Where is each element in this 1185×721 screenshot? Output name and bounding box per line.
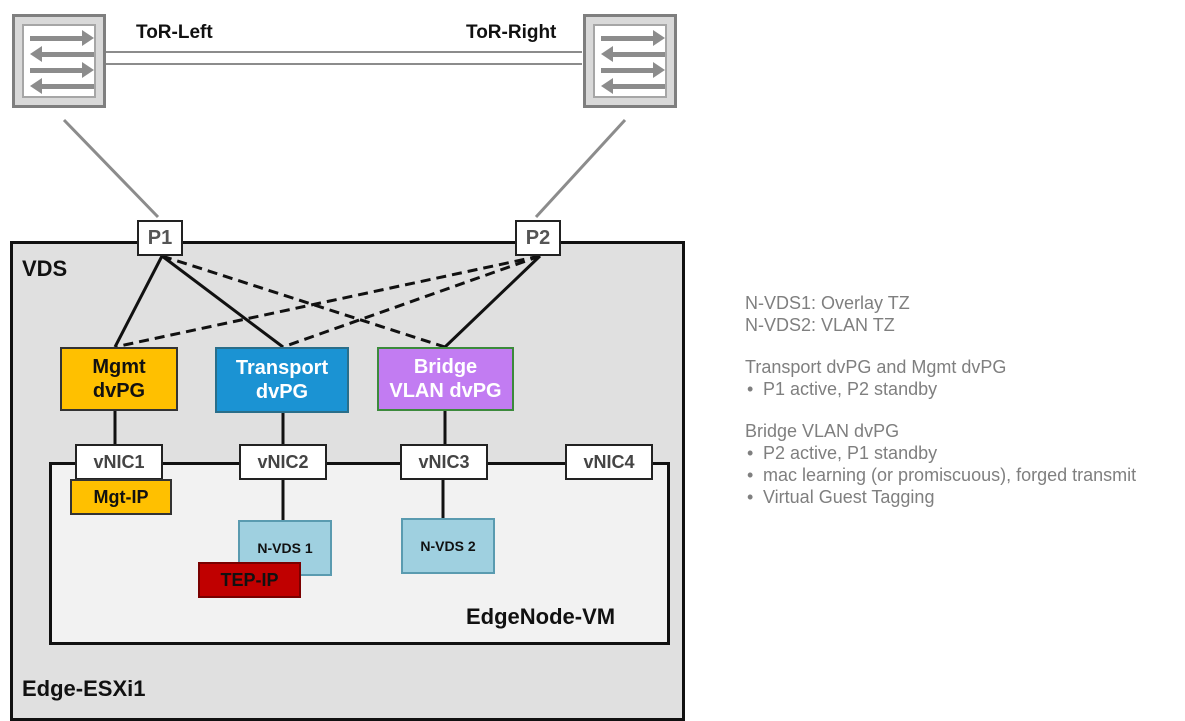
bridge-dvpg-line1: Bridge — [413, 356, 478, 378]
uplink-port-p2: P2 — [515, 220, 561, 256]
note-bridge-bullet-3: Virtual Guest Tagging — [745, 486, 1175, 508]
edgenode-vm-box — [49, 462, 670, 645]
notes-panel: N-VDS1: Overlay TZ N-VDS2: VLAN TZ Trans… — [745, 292, 1175, 508]
note-transport-mgmt-title: Transport dvPG and Mgmt dvPG — [745, 357, 1007, 377]
p2-to-transport-standby — [282, 254, 541, 349]
edgenode-vm-label: EdgeNode-VM — [466, 604, 616, 629]
p1-to-transport — [161, 254, 284, 349]
switch-arrows-icon — [22, 24, 96, 98]
mgmt-dvpg-line1: Mgmt — [92, 356, 146, 378]
tor-right-label: ToR-Right — [466, 22, 557, 43]
transport-dvpg-line1: Transport — [235, 357, 329, 379]
note-bridge-bullet-1: P2 active, P1 standby — [745, 442, 1175, 464]
tep-ip-box: TEP-IP — [198, 562, 301, 598]
uplink-port-p1: P1 — [137, 220, 183, 256]
note-bridge-title: Bridge VLAN dvPG — [745, 421, 900, 441]
note-bridge-bullet-2: mac learning (or promiscuous), forged tr… — [745, 464, 1163, 486]
p2-to-mgmt-standby — [114, 254, 541, 349]
note-nvds1: N-VDS1: Overlay TZ — [745, 293, 910, 313]
mgmt-dvpg-line2: dvPG — [92, 380, 146, 402]
tor-left-to-p1 — [62, 118, 160, 219]
p2-to-bridge — [443, 254, 542, 349]
tor-left-switch — [12, 14, 106, 108]
tor-left-label: ToR-Left — [136, 22, 213, 43]
tor-right-to-p2 — [534, 118, 627, 219]
mgt-ip-box: Mgt-IP — [70, 479, 172, 515]
p1-to-mgmt — [113, 255, 164, 348]
bridge-dvpg-line2: VLAN dvPG — [389, 380, 502, 402]
esxi-host-label: Edge-ESXi1 — [22, 676, 146, 701]
nvds2-box: N-VDS 2 — [401, 518, 495, 574]
note-transport-bullet-1: P1 active, P2 standby — [745, 378, 1175, 400]
transport-dvpg-line2: dvPG — [255, 381, 309, 403]
vnic3: vNIC3 — [400, 444, 488, 480]
vnic1: vNIC1 — [75, 444, 163, 480]
vnic4: vNIC4 — [565, 444, 653, 480]
tor-right-switch — [583, 14, 677, 108]
switch-arrows-icon — [593, 24, 667, 98]
p1-to-bridge-standby — [161, 254, 446, 349]
vnic2: vNIC2 — [239, 444, 327, 480]
vds-label: VDS — [22, 256, 68, 281]
note-nvds2: N-VDS2: VLAN TZ — [745, 315, 895, 335]
